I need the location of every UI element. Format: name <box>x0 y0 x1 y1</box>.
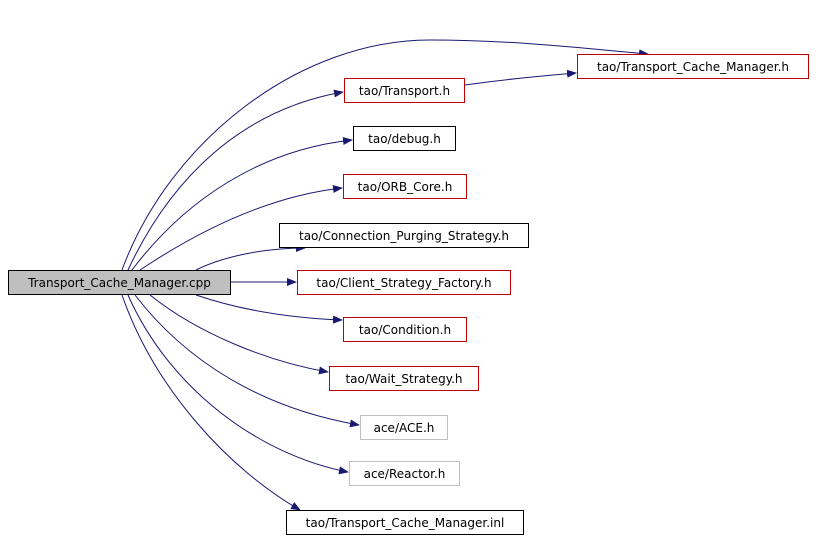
node-wait-strategy-h[interactable]: tao/Wait_Strategy.h <box>329 366 479 391</box>
node-orb-core-h[interactable]: tao/ORB_Core.h <box>343 174 467 199</box>
node-transport-cache-manager-inl[interactable]: tao/Transport_Cache_Manager.inl <box>286 510 524 535</box>
edge-to-transport-cache-manager-h <box>121 39 649 271</box>
edge-to-reactor-h <box>127 294 349 475</box>
node-connection-purging-strategy-h[interactable]: tao/Connection_Purging_Strategy.h <box>279 223 529 248</box>
node-transport-cache-manager-h[interactable]: tao/Transport_Cache_Manager.h <box>577 54 809 79</box>
edge-to-orb-core-h <box>139 185 343 271</box>
node-transport-cache-manager-cpp[interactable]: Transport_Cache_Manager.cpp <box>8 270 231 295</box>
node-reactor-h[interactable]: ace/Reactor.h <box>349 461 460 486</box>
edge-to-transport-h <box>127 89 344 271</box>
edge-transport-h-to-transport-cache-manager-h <box>464 69 577 86</box>
edge-to-condition-h <box>195 294 343 324</box>
edge-to-wait-strategy-h <box>149 294 329 375</box>
edge-to-debug-h <box>131 137 353 271</box>
edge-to-connection-purging-strategy-h <box>195 244 306 271</box>
edge-to-transport-cache-manager-inl <box>121 294 301 511</box>
node-client-strategy-factory-h[interactable]: tao/Client_Strategy_Factory.h <box>297 270 511 295</box>
node-condition-h[interactable]: tao/Condition.h <box>343 317 467 342</box>
node-ace-h[interactable]: ace/ACE.h <box>360 415 448 440</box>
edge-to-ace-h <box>134 294 360 428</box>
node-transport-h[interactable]: tao/Transport.h <box>344 78 465 103</box>
node-debug-h[interactable]: tao/debug.h <box>353 126 456 151</box>
